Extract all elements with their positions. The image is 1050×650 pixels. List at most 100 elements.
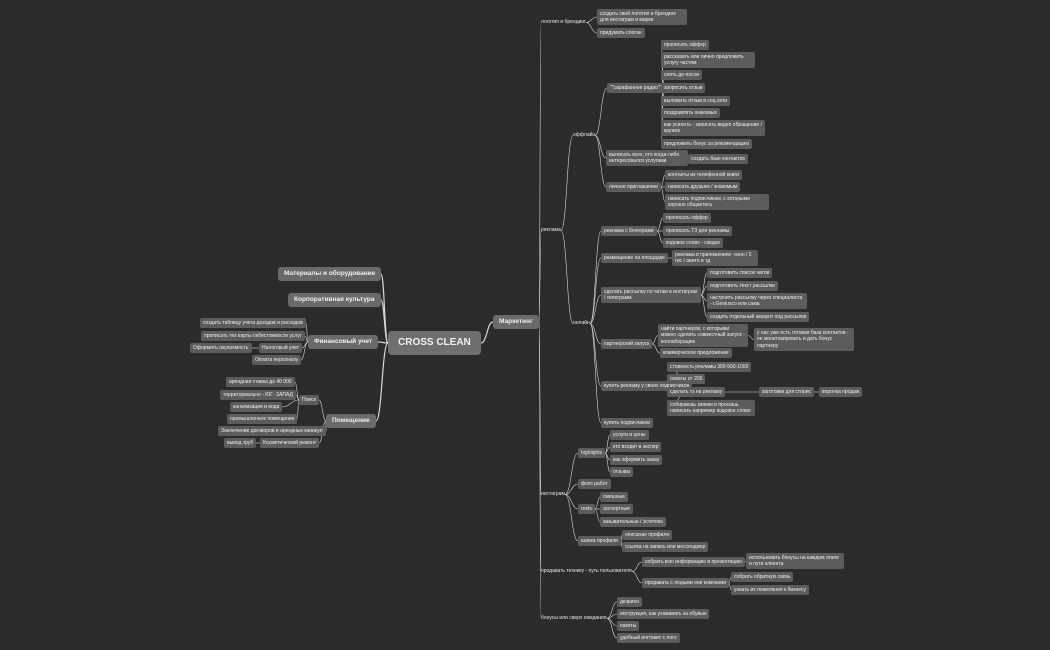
node-sell-1[interactable]: собрать всю информацию в презентацию [642, 557, 745, 567]
node-buy-2[interactable]: охваты от 200 [667, 374, 706, 384]
node-sarafan-2[interactable]: рассказать или лично предложить услугу ч… [661, 52, 755, 68]
node-partner-1a[interactable]: у нас уже есть готовая база контактов - … [754, 328, 854, 351]
connector-logo-to-logo-slogan [585, 22, 598, 34]
node-hl-3[interactable]: как оформить заказ [610, 455, 663, 465]
node-header-2[interactable]: ссылка на запись или мессенджер [622, 542, 709, 552]
node-sell-2[interactable]: продавать с людьми они компании [642, 578, 730, 588]
node-materials[interactable]: Материалы и оборудование [278, 267, 382, 281]
node-partner-1[interactable]: найти партнеров, с которыми можно сделат… [658, 324, 748, 347]
node-buy-3b[interactable]: воронка продаж [819, 387, 863, 397]
node-marketing[interactable]: Маркетинг [493, 315, 539, 329]
connector-online-to-mailing [589, 294, 602, 324]
connector-offline-to-personal [594, 135, 607, 188]
node-fin-maps[interactable]: прописать тех карты себестоимости услуг [201, 331, 305, 341]
node-buy-3[interactable]: сделать тз на рекламу [667, 387, 726, 397]
node-personal-2[interactable]: написать друзьям / знакомым [665, 182, 741, 192]
node-logo-slogan[interactable]: придумать слоган [597, 28, 645, 38]
node-reels-1[interactable]: смешные [600, 492, 628, 502]
node-bonus-1[interactable]: дезрион [617, 597, 642, 607]
node-ads[interactable]: реклама [541, 227, 561, 233]
node-prem-territory[interactable]: территориально - ЮГ- ЗАПАД [220, 390, 296, 400]
node-sell-2b[interactable]: узнать их пожелания к бизнесу [731, 585, 809, 595]
connector-online-to-partner [589, 323, 602, 345]
connector-offline-to-interested [594, 135, 607, 159]
node-logo-create[interactable]: создать свой логотип и брендинг для инст… [597, 9, 687, 25]
node-bloggers-3[interactable]: кодовое слово - скидка [663, 238, 723, 248]
node-premises[interactable]: Помещение [326, 414, 376, 428]
node-bonus-3[interactable]: пакеты [617, 621, 640, 631]
node-prem-contract[interactable]: Заключение договоров и арендных каникул [218, 426, 326, 436]
connector-instagram-to-header [564, 494, 579, 542]
node-prem-pipes[interactable]: вывод труб [224, 438, 257, 448]
node-mailing-4[interactable]: создать отдельный аккаунт под рассылки [707, 312, 810, 322]
node-sarafan[interactable]: ""сарафанное радио"" [607, 83, 665, 93]
node-reels-2[interactable]: экспертные [600, 504, 633, 514]
node-placement[interactable]: размещение на площадке [601, 253, 668, 263]
connector-root-to-finance [377, 341, 389, 344]
node-sell-2a[interactable]: собрать обратную связь [731, 572, 794, 582]
node-buy-subs[interactable]: купить подписчиков [601, 418, 653, 428]
node-fin-payback[interactable]: Оформить окупаемость [190, 343, 252, 353]
node-sarafan-5[interactable]: выложить отзыв в соц.сети [661, 96, 731, 106]
node-mailing-2[interactable]: подготовить текст рассылки [707, 281, 778, 291]
node-prem-industrial[interactable]: промышленное помещение [227, 414, 298, 424]
node-base[interactable]: создать базе контактов [688, 154, 748, 164]
node-reels-3[interactable]: зазывательные / эстетика [600, 517, 666, 527]
node-personal-3[interactable]: написать подписчикам, с которыми хорошо … [665, 194, 769, 210]
node-bonus-4[interactable]: удобный ингтакит с лого [617, 633, 680, 643]
node-hl-4[interactable]: отзывы [610, 467, 634, 477]
node-mailing-1[interactable]: подготовить список чатов [707, 268, 773, 278]
node-reels[interactable]: reels [578, 504, 595, 514]
node-fin-table[interactable]: создать таблицу учета доходов и расходов [200, 318, 306, 328]
connector-highlights-to-hl-2 [604, 446, 611, 454]
node-prem-rent[interactable]: арендная ставка до 40 000 [226, 377, 295, 387]
node-logo[interactable]: логотип и брендинг [541, 19, 586, 25]
node-photo[interactable]: фото работ [578, 479, 611, 489]
node-fin-tax[interactable]: Налоговый учет [259, 343, 303, 353]
node-header-1[interactable]: описание профиля [622, 530, 673, 540]
node-instagram[interactable]: инстаграм [541, 491, 565, 497]
node-bloggers-1[interactable]: прописать оффер [663, 213, 711, 223]
node-hl-1[interactable]: услуги и цены [610, 430, 649, 440]
node-mailing[interactable]: сделать рассылку по чатам в инстаграм / … [601, 287, 701, 303]
node-bonus-2[interactable]: инструкция, как ухаживать за обувью [617, 609, 710, 619]
node-interested[interactable]: выписать всех, кто когда-либо интересова… [606, 150, 688, 166]
connector-online-to-placement [589, 257, 602, 324]
node-bloggers-2[interactable]: прописать ТЗ для рекламы [663, 226, 733, 236]
node-bonuses[interactable]: бонусы или сверх ожидания [541, 615, 607, 621]
node-sarafan-1[interactable]: прописать оффер [661, 40, 709, 50]
node-root[interactable]: CROSS CLEAN [388, 331, 481, 355]
connector-marketing-to-ads [538, 230, 542, 323]
node-partner-2[interactable]: коммерческое предложение [660, 348, 732, 358]
node-partner[interactable]: партнерский запуск [601, 339, 653, 349]
node-hl-2[interactable]: кто входит в экспер [610, 442, 662, 452]
node-finance[interactable]: Финансовый учет [308, 335, 379, 349]
node-online[interactable]: онлайн [573, 320, 590, 326]
node-prem-repair[interactable]: Косметический ремонт [260, 438, 320, 448]
node-buy-3a[interactable]: заготовки для сторис [759, 387, 815, 397]
node-prem-sewer[interactable]: канализация и вода [230, 402, 283, 412]
node-fin-salary[interactable]: Оплата персоналу [252, 355, 302, 365]
node-mailing-3[interactable]: настроить рассылку через специалиста - г… [707, 293, 807, 309]
node-sarafan-8[interactable]: предложить бонус за рекомендацию [661, 139, 753, 149]
node-highlights[interactable]: highlights [578, 448, 606, 458]
node-corp-culture[interactable]: Корпоративная культура [288, 293, 381, 307]
node-sarafan-7[interactable]: как усилить - записать видео обращение /… [661, 120, 765, 136]
connector-bloggers-to-bloggers-1 [656, 217, 664, 232]
node-sell-tech[interactable]: продавать технику - путь пользователя [541, 568, 632, 574]
node-bloggers[interactable]: реклама с блогерами [601, 226, 657, 236]
node-offline[interactable]: оффлайн [573, 132, 596, 138]
node-buy-4[interactable]: собираешь заявки и просишь написать напр… [667, 400, 755, 416]
node-personal-1[interactable]: контакты из телефонной книги [665, 170, 743, 180]
node-buy-1[interactable]: стоимость рекламы 300-500-1000 [667, 362, 752, 372]
node-sarafan-4[interactable]: запросить отзыв [661, 83, 706, 93]
node-prem-search[interactable]: Поиск [299, 395, 319, 405]
node-buy-ads[interactable]: купить рекламу у своих подписчиков [601, 381, 693, 391]
node-header[interactable]: шапка профиля [578, 536, 621, 546]
node-sarafan-3[interactable]: снять до-после [661, 70, 703, 80]
node-personal[interactable]: личное приглашение [606, 182, 661, 192]
node-sell-1a[interactable]: использовать бонусы на каждом этапе и пу… [746, 553, 844, 569]
node-placement-1[interactable]: реклама в приложениях -озон / 2 гис / ав… [672, 250, 758, 266]
connector-bonuses-to-bonus-4 [606, 618, 618, 639]
node-sarafan-6[interactable]: поздравлять знакомых [661, 108, 720, 118]
